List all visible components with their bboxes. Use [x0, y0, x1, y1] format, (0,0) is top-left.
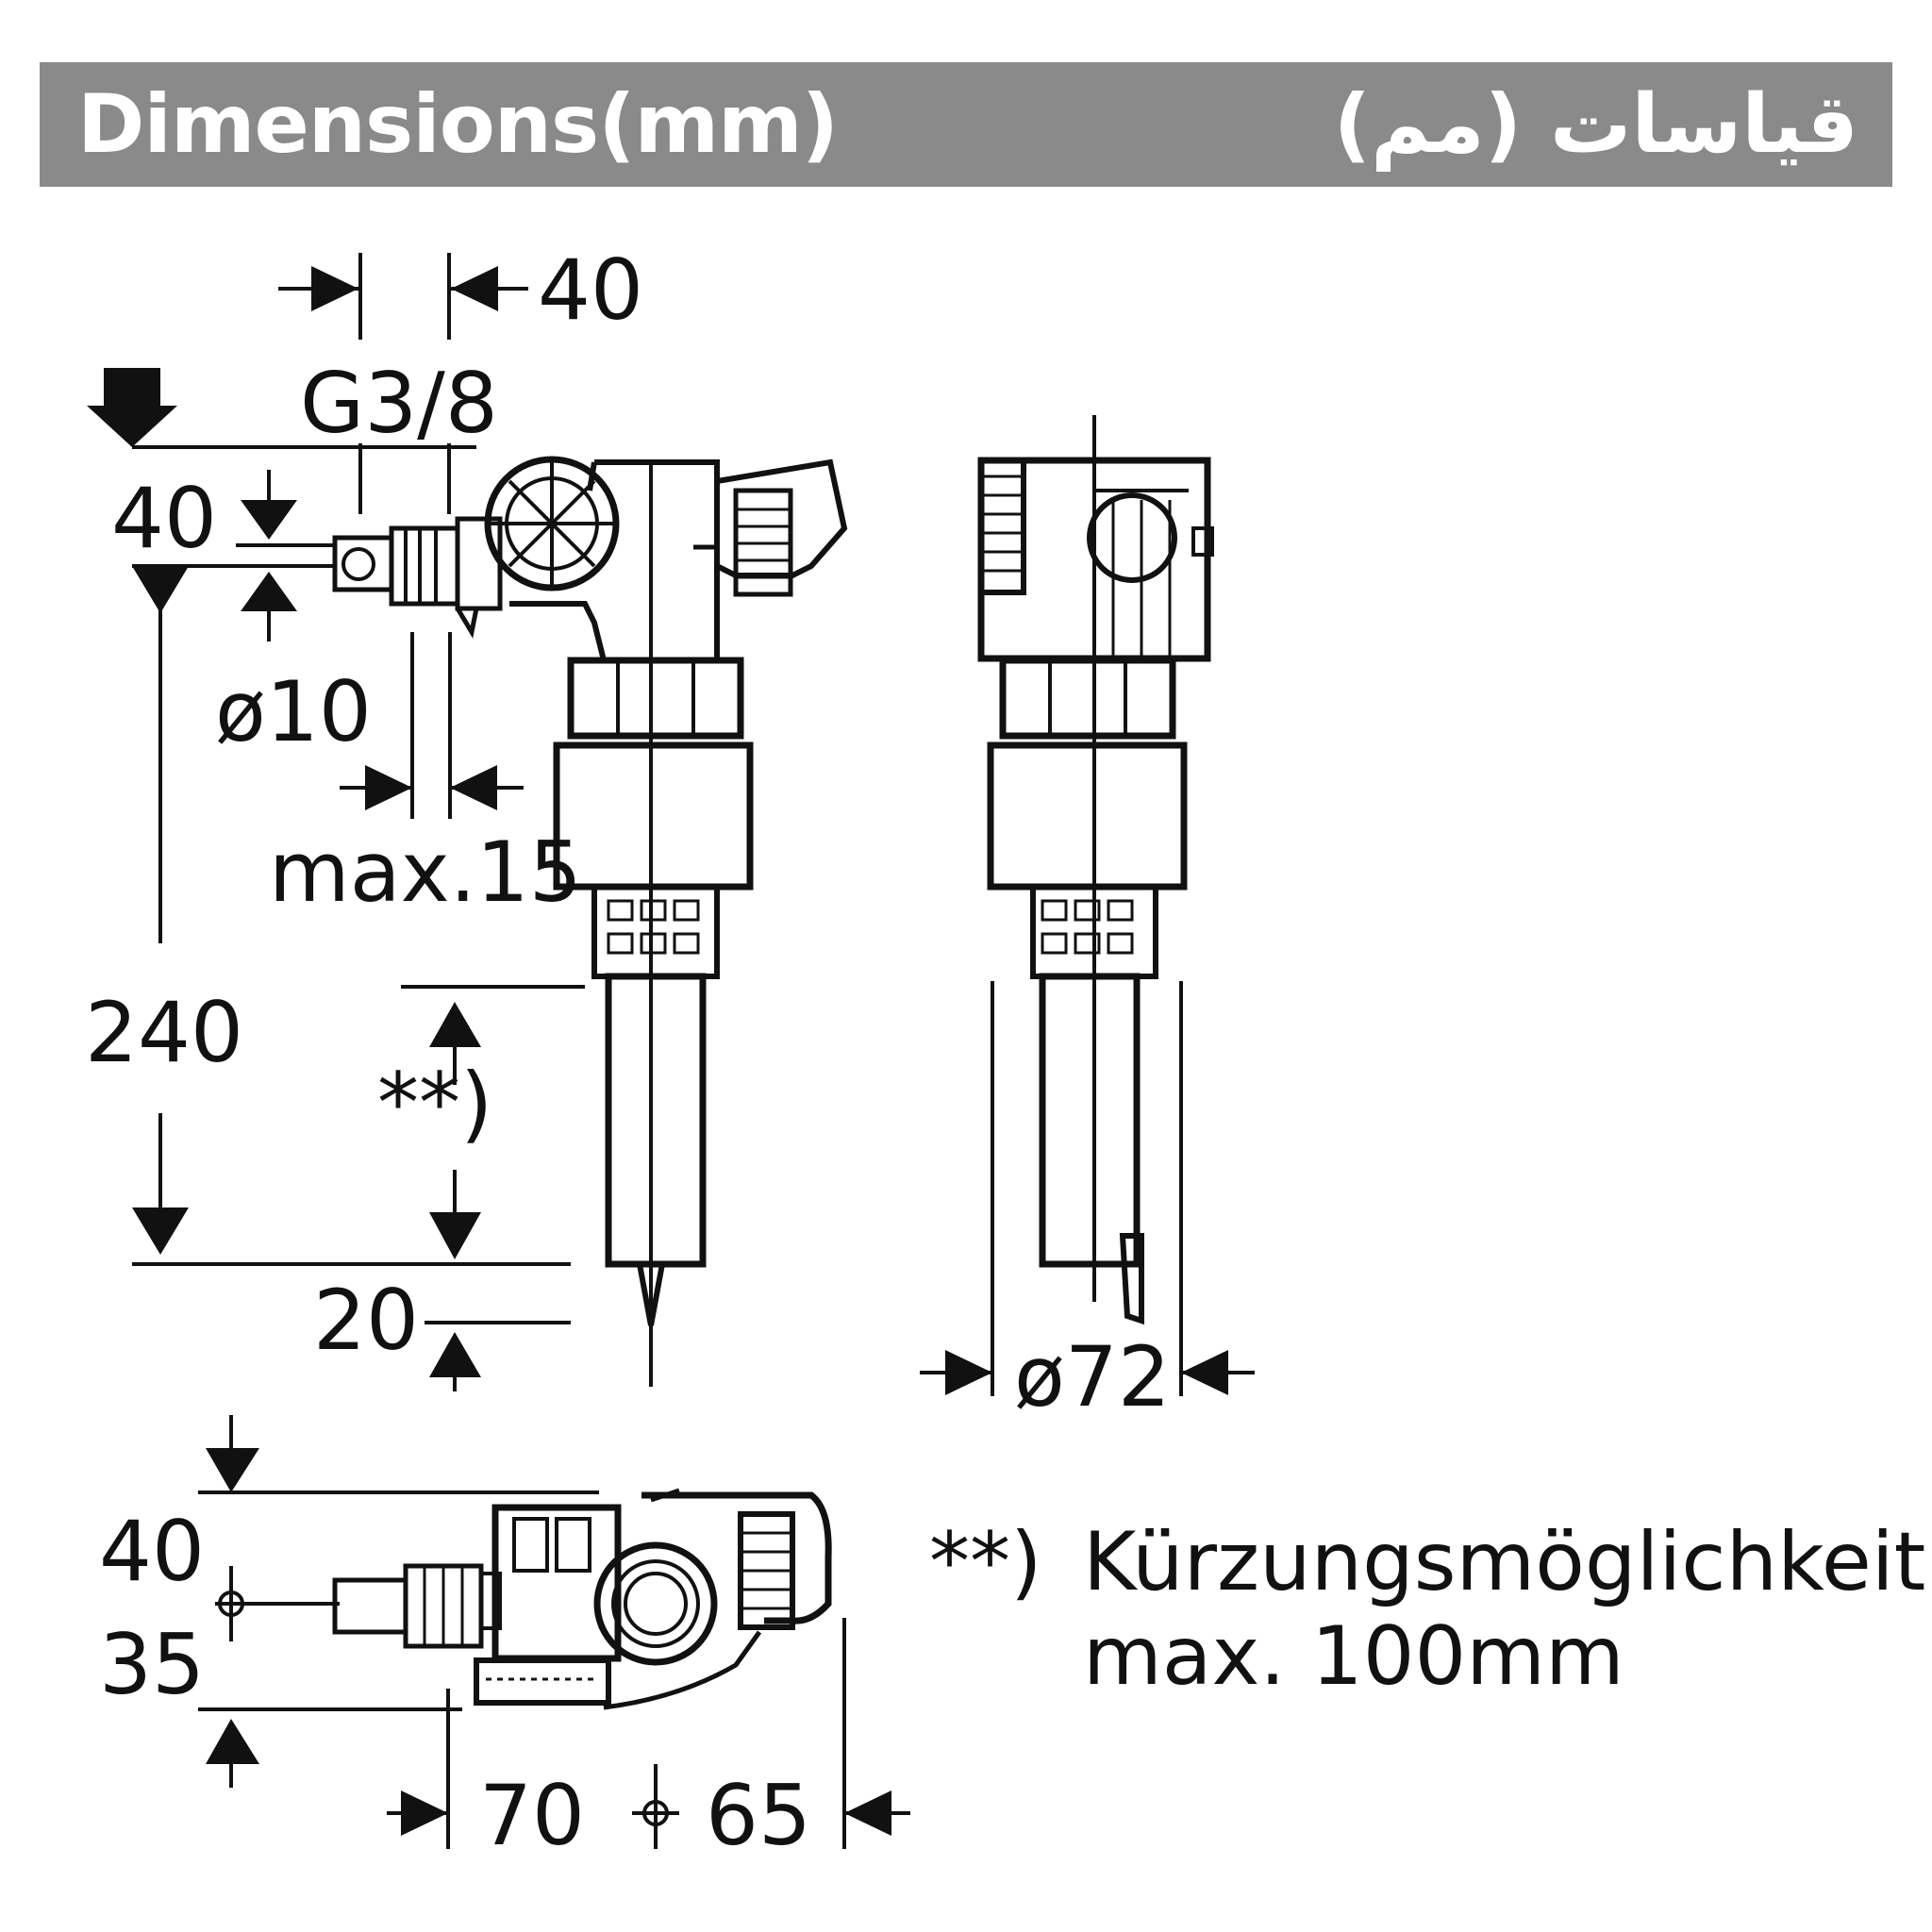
top-view [198, 1415, 910, 1849]
dim-240: 240 [85, 984, 243, 1081]
dim-20: 20 [313, 1272, 419, 1369]
dim-d10: ø10 [215, 663, 372, 760]
title-english: Dimensions(mm) [77, 77, 839, 172]
dim-max15: max.15 [269, 824, 582, 921]
dim-bottom-35: 35 [99, 1616, 205, 1713]
dim-thread-g38: G3/8 [300, 355, 498, 452]
footnote-mark: **) [929, 1515, 1042, 1609]
dim-shortening-mark: **) [377, 1055, 492, 1152]
footnote-line1: Kürzungsmöglichkeit [1083, 1515, 1925, 1609]
dim-top-40: 40 [538, 242, 643, 339]
dim-bottom-40: 40 [99, 1503, 205, 1600]
footnote-line2: max. 100mm [1083, 1609, 1624, 1704]
dim-bottom-70: 70 [479, 1767, 585, 1864]
side-view [87, 253, 848, 1391]
dim-left-40: 40 [111, 470, 217, 567]
dim-bottom-65: 65 [706, 1767, 811, 1864]
title-arabic: قياسات (مم) [1333, 77, 1859, 172]
title-bar: Dimensions(mm) قياسات (مم) [40, 62, 1892, 187]
dim-d72: ø72 [1014, 1328, 1171, 1425]
front-view [920, 415, 1255, 1396]
